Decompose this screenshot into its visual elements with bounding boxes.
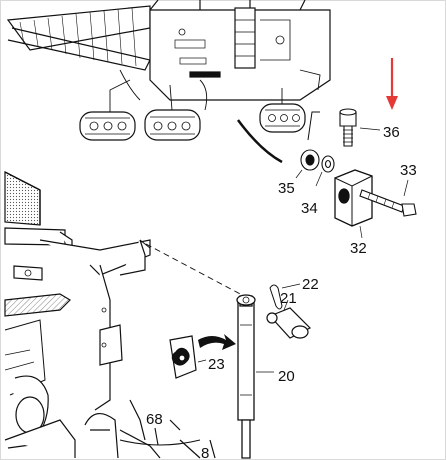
callout-68: 68 [146,411,163,428]
part-68-hose [119,427,201,446]
machine-overview [6,0,331,164]
chassis-frame [4,171,216,459]
callout-34: 34 [301,200,318,217]
callout-8: 8 [201,445,209,460]
part-35-nut [295,149,320,179]
callout-33: 33 [400,162,417,179]
part-20-cylinder [236,294,274,459]
track-middle [144,109,201,141]
grease-arrow [198,334,236,350]
part-23-grease [169,335,207,379]
assembly-line [145,243,245,297]
callout-35: 35 [278,180,295,197]
callout-36: 36 [383,124,400,141]
part-22-clip [269,283,301,310]
callout-21: 21 [280,290,297,307]
part-34-washer [315,155,335,187]
track-left [79,111,136,141]
callout-labels: 36 33 35 34 32 22 21 23 20 68 8 [146,124,417,460]
callout-32: 32 [350,240,367,257]
callout-23: 23 [208,356,225,373]
part-36-plug [339,108,381,147]
callout-22: 22 [302,276,319,293]
part-33-bolt [359,179,417,217]
callout-20: 20 [278,368,295,385]
track-right [259,103,306,133]
part-32-block [334,169,373,239]
part-21-pin [266,299,312,339]
direction-arrow [386,58,398,110]
